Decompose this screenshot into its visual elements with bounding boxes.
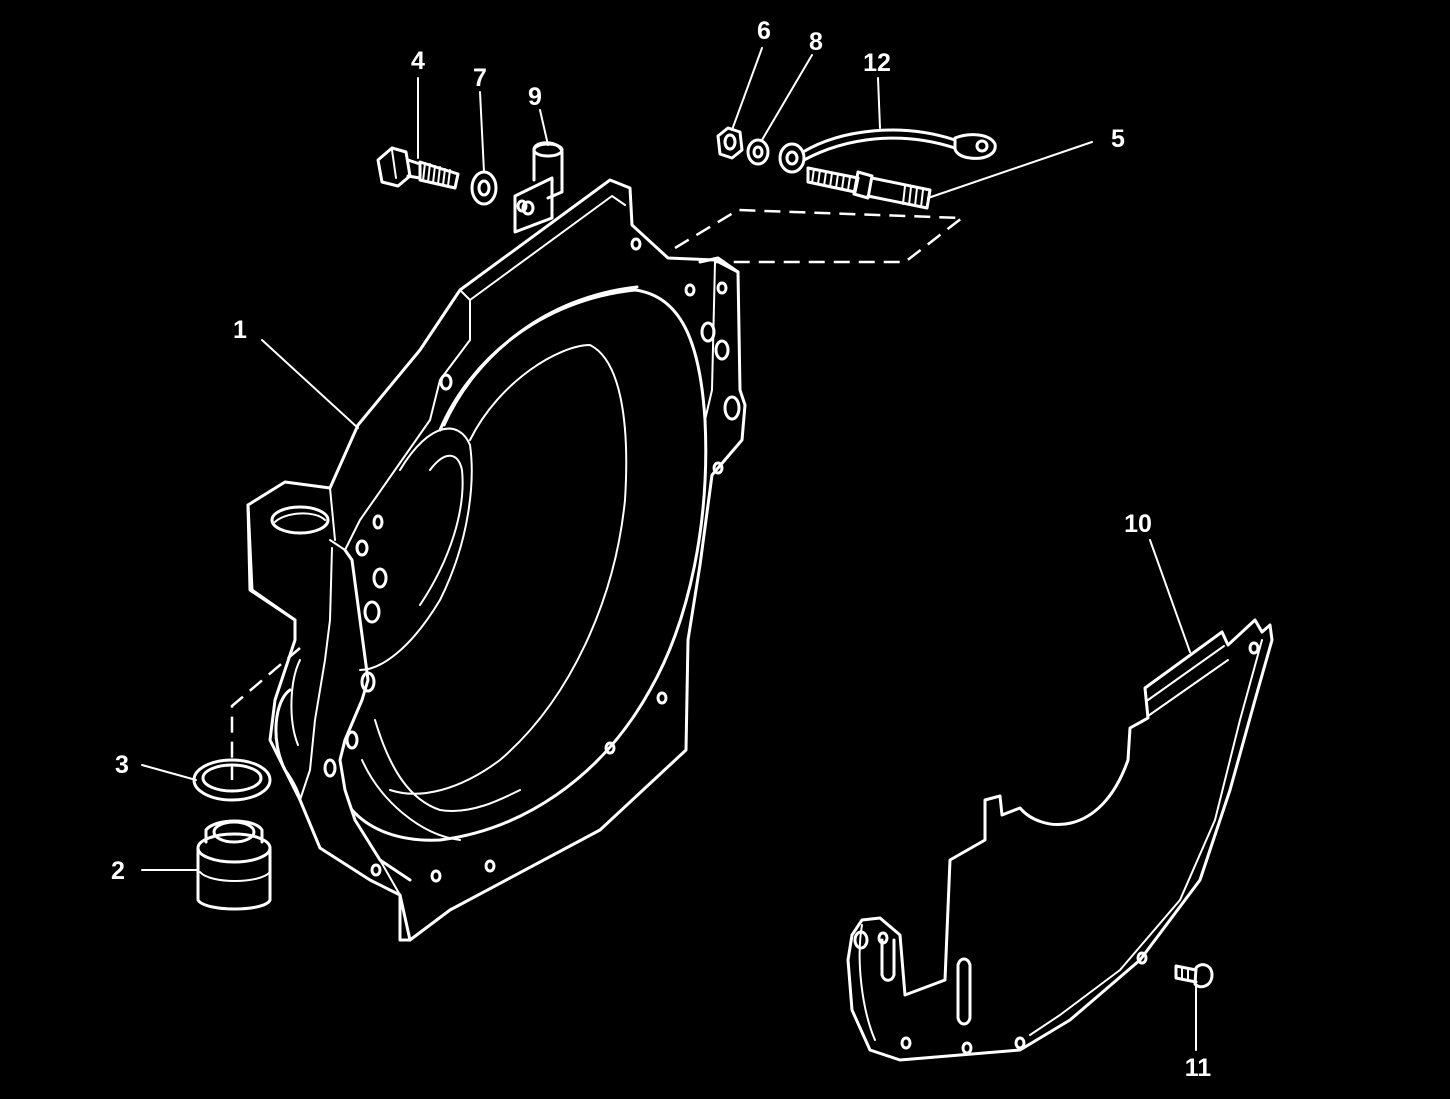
callout-1: 1 — [233, 316, 247, 344]
callout-6: 6 — [757, 17, 771, 45]
flange-holes — [323, 199, 741, 883]
callout-12: 12 — [863, 49, 891, 77]
leader-9 — [539, 109, 549, 146]
leader-5 — [927, 141, 1093, 199]
leader-1 — [261, 339, 359, 429]
callout-3: 3 — [115, 751, 129, 779]
part-washer-7 — [470, 170, 498, 206]
leader-3 — [141, 764, 197, 781]
leader-7 — [479, 91, 485, 173]
leader-8 — [761, 54, 813, 141]
part-nut-6 — [716, 126, 744, 160]
leader-6 — [731, 47, 763, 131]
leader-lines — [141, 47, 1197, 1051]
assembly-guide-lower — [230, 647, 301, 780]
callout-4: 4 — [411, 47, 425, 75]
callout-7: 7 — [473, 64, 487, 92]
part-cover-plate-10 — [846, 618, 1274, 1062]
callout-10: 10 — [1124, 510, 1152, 538]
part-flywheel-housing — [246, 178, 747, 942]
callout-9: 9 — [528, 83, 542, 111]
callout-5: 5 — [1111, 125, 1125, 153]
part-bolt-4 — [376, 146, 460, 190]
part-washer-8 — [746, 138, 770, 166]
part-screw-11 — [1174, 963, 1214, 989]
assembly-guide-upper — [674, 208, 966, 264]
leader-12 — [877, 77, 881, 129]
part-stud-5 — [806, 166, 932, 210]
part-ground-strap-12 — [778, 128, 997, 174]
callout-2: 2 — [111, 857, 125, 885]
callout-8: 8 — [809, 28, 823, 56]
leader-10 — [1149, 539, 1191, 653]
callout-11: 11 — [1185, 1054, 1212, 1082]
callout-labels: 1 2 3 4 5 6 7 8 9 10 11 12 — [111, 17, 1211, 1082]
part-bushing — [196, 819, 272, 911]
